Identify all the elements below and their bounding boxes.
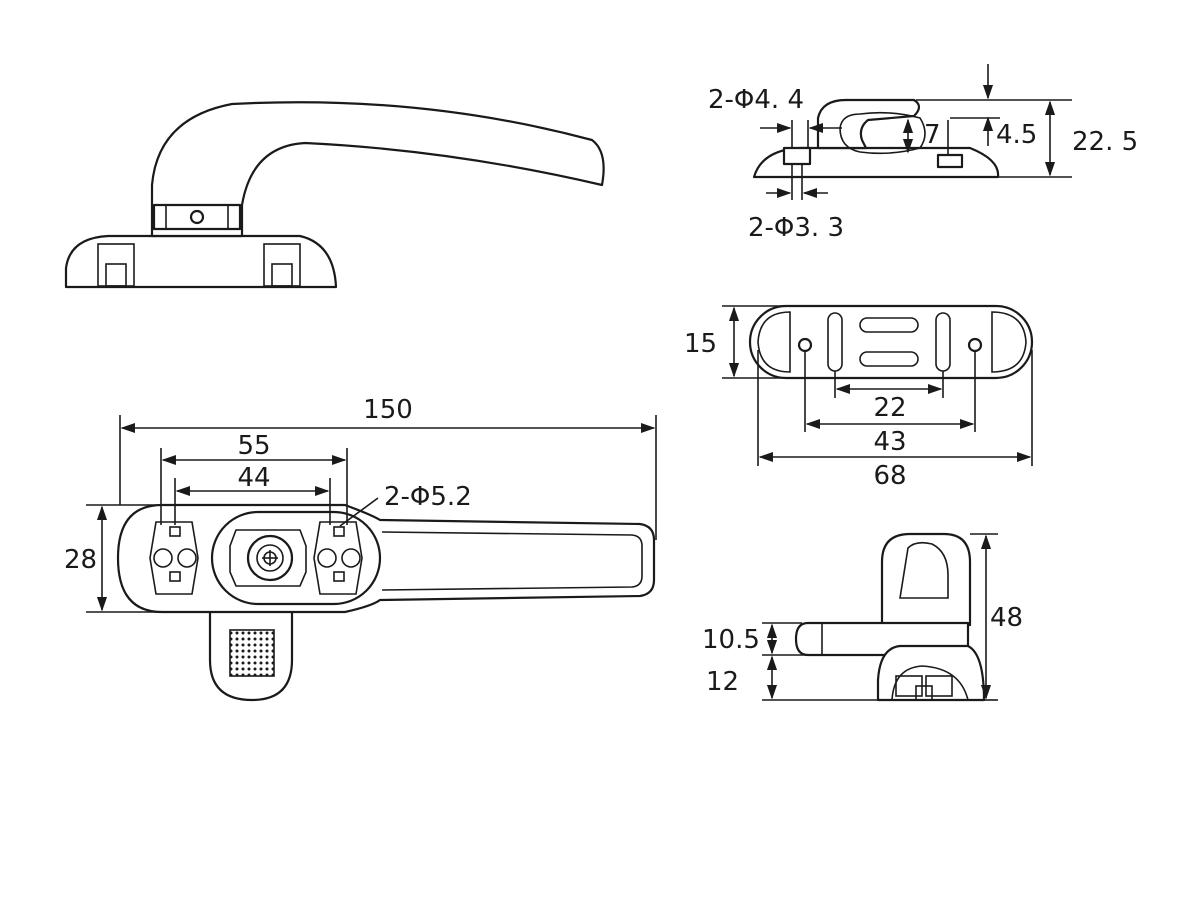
dim-outer-spacing: 55 — [237, 431, 270, 461]
side-section-dimensions: 2-Φ4. 4 2-Φ3. 3 7 4.5 22. 5 — [708, 64, 1138, 243]
dim-depth-a: 7 — [924, 120, 941, 150]
end-view-dimensions: 10.5 12 48 — [702, 533, 1023, 701]
dim-total-height: 48 — [990, 603, 1023, 633]
dim-base-inner-spacing: 22 — [873, 393, 906, 423]
dim-width: 28 — [64, 545, 97, 575]
dim-hole-callout-lower: 2-Φ3. 3 — [748, 213, 844, 243]
dim-lower-height: 12 — [706, 667, 739, 697]
base-side-section — [752, 98, 1000, 179]
top-view-dimensions: 150 55 44 2-Φ5.2 28 — [64, 395, 657, 613]
dim-base-width: 15 — [684, 329, 717, 359]
handle-top-view — [116, 503, 656, 702]
handle-side-elevation — [64, 101, 605, 289]
dim-depth-b: 4.5 — [996, 120, 1037, 150]
dim-height: 22. 5 — [1072, 127, 1138, 157]
dim-upper-height: 10.5 — [702, 625, 760, 655]
dim-hole-callout-upper: 2-Φ4. 4 — [708, 85, 804, 115]
base-plan-view — [748, 304, 1034, 380]
base-plan-dimensions: 15 22 43 68 — [684, 305, 1033, 491]
dim-inner-spacing: 44 — [237, 463, 270, 493]
handle-end-view — [794, 532, 986, 702]
dim-base-length: 68 — [873, 461, 906, 491]
dim-hole-callout: 2-Φ5.2 — [384, 482, 472, 512]
dim-overall-length: 150 — [363, 395, 413, 425]
dim-base-hole-spacing: 43 — [873, 427, 906, 457]
